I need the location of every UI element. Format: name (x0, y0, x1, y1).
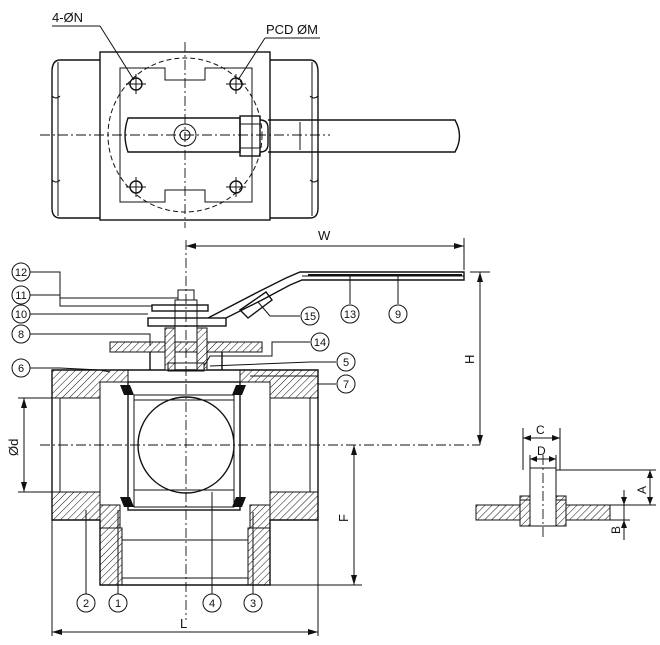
svg-text:3: 3 (250, 598, 256, 610)
dim-H: H (462, 355, 477, 364)
balloon-2: 2 (76, 593, 96, 613)
balloon-3: 3 (243, 593, 263, 613)
svg-text:12: 12 (15, 267, 27, 279)
balloon-9: 9 (388, 304, 408, 324)
pcd-label: PCD ØM (266, 22, 318, 37)
dim-A: A (635, 486, 649, 494)
svg-text:13: 13 (344, 309, 356, 321)
balloon-4: 4 (202, 593, 222, 613)
svg-text:1: 1 (115, 598, 121, 610)
bolt-hole (126, 177, 146, 197)
svg-text:14: 14 (314, 337, 326, 349)
bolt-hole (226, 74, 246, 94)
dim-F: F (336, 514, 351, 522)
balloon-1: 1 (108, 593, 128, 613)
bolt-hole (226, 177, 246, 197)
section-view (40, 240, 480, 620)
svg-text:2: 2 (83, 598, 89, 610)
dimensions: W H Ød F L (6, 228, 490, 636)
svg-text:5: 5 (343, 357, 349, 369)
balloon-6: 6 (11, 358, 31, 378)
balloon-5: 5 (336, 352, 356, 372)
svg-text:4: 4 (209, 598, 215, 610)
svg-text:8: 8 (18, 329, 24, 341)
balloon-10: 10 (11, 304, 31, 324)
dim-L: L (180, 616, 187, 631)
part-balloons: 12 11 10 8 6 15 13 9 14 5 7 2 1 4 3 (11, 262, 408, 613)
balloon-14: 14 (310, 332, 330, 352)
bolt-hole (126, 74, 146, 94)
balloon-12: 12 (11, 262, 31, 282)
dim-B: B (609, 526, 623, 534)
balloon-7: 7 (336, 374, 356, 394)
svg-text:10: 10 (15, 309, 27, 321)
balloon-15: 15 (300, 306, 320, 326)
stem-detail-view: C D A B (475, 423, 656, 540)
top-view: 4-ØN PCD ØM (40, 10, 461, 228)
svg-text:15: 15 (304, 311, 316, 323)
holes-label: 4-ØN (52, 10, 83, 25)
svg-text:7: 7 (343, 379, 349, 391)
dim-d: Ød (6, 439, 21, 456)
svg-text:6: 6 (18, 363, 24, 375)
dim-C: C (536, 423, 545, 437)
balloon-13: 13 (340, 304, 360, 324)
balloon-11: 11 (11, 285, 31, 305)
dim-W: W (318, 228, 331, 243)
dim-D: D (537, 444, 546, 458)
balloon-8: 8 (11, 324, 31, 344)
svg-text:11: 11 (15, 290, 26, 302)
svg-text:9: 9 (395, 309, 401, 321)
